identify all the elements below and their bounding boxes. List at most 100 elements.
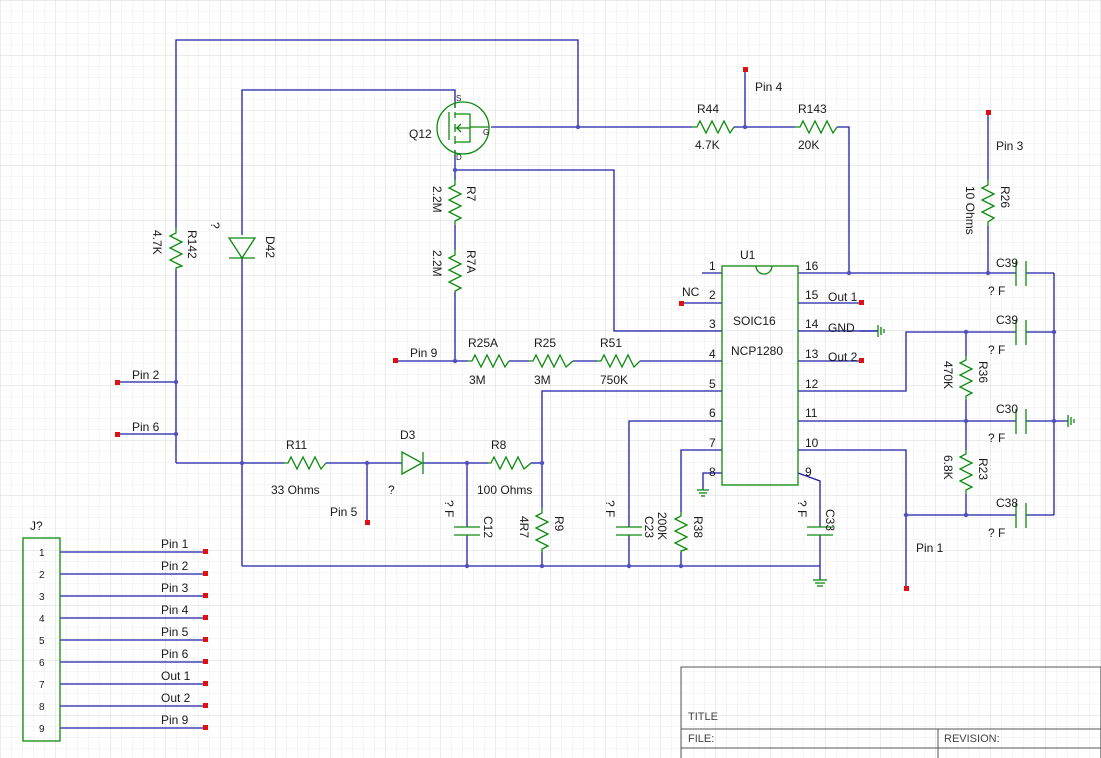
u1-pin-14: 14 xyxy=(805,317,819,331)
d3-value: ? xyxy=(388,483,395,497)
r7-value: 2.2M xyxy=(430,186,444,213)
c23-capacitor[interactable]: C23 ? F xyxy=(603,500,656,538)
connector-net-4: Pin 4 xyxy=(161,603,189,617)
net-label-pin9: Pin 9 xyxy=(410,346,438,360)
connector-pin-numbers: 1 2 3 4 5 6 7 8 9 xyxy=(39,548,45,735)
d3-diode[interactable]: D3 ? xyxy=(388,428,424,497)
u1-pin-9: 9 xyxy=(805,465,812,479)
connector-j[interactable]: J? 1 2 3 4 5 6 7 8 9 Pin 1 Pin 2 Pin 3 P… xyxy=(22,519,191,742)
connector-net-5: Pin 5 xyxy=(161,625,189,639)
r11-resistor[interactable]: R11 33 Ohms xyxy=(271,438,327,497)
c38-ref: C38 xyxy=(996,496,1018,510)
q12-mosfet[interactable]: Q12 S G D xyxy=(409,94,490,162)
r7a-ref: R7A xyxy=(464,250,478,273)
u1-pin-13: 13 xyxy=(805,347,819,361)
c23-value: ? F xyxy=(603,500,617,517)
u1-pin-5: 5 xyxy=(709,377,716,391)
ground-symbol-u1-pin8 xyxy=(697,489,709,497)
c30-capacitor[interactable]: C30 ? F xyxy=(988,402,1027,445)
r7a-value: 2.2M xyxy=(430,250,444,277)
r36-value: 470K xyxy=(941,361,955,389)
r11-value: 33 Ohms xyxy=(271,483,320,497)
net-label-pin3: Pin 3 xyxy=(996,139,1024,153)
c33-capacitor[interactable]: C33 ? F xyxy=(795,500,837,536)
net-label-pin2: Pin 2 xyxy=(132,368,160,382)
c39-top-value: ? F xyxy=(988,284,1005,298)
q12-drain-label: D xyxy=(456,153,462,162)
title-block: TITLE FILE: REVISION: xyxy=(680,666,1101,758)
net-label-pin5: Pin 5 xyxy=(330,505,358,519)
r26-value: 10 Ohms xyxy=(963,186,977,235)
connector-pin-8-num: 8 xyxy=(39,702,45,713)
r11-ref: R11 xyxy=(286,438,307,452)
title-block-title: TITLE xyxy=(688,711,718,723)
r36-resistor[interactable]: R36 470K xyxy=(941,356,990,400)
c33-ref: C33 xyxy=(823,509,837,531)
r36-ref: R36 xyxy=(976,361,990,383)
r142-ref: R142 xyxy=(185,230,199,259)
r26-ref: R26 xyxy=(998,186,1012,208)
r23-ref: R23 xyxy=(976,458,990,480)
r51-ref: R51 xyxy=(600,336,622,350)
net-label-pin6: Pin 6 xyxy=(132,420,160,434)
ground-symbol-bottom xyxy=(813,579,827,587)
r44-value: 4.7K xyxy=(695,138,720,152)
q12-source-label: S xyxy=(456,94,461,103)
u1-pin-4: 4 xyxy=(709,347,716,361)
connector-pin-3-num: 3 xyxy=(39,592,45,603)
c12-capacitor[interactable]: C12 ? F xyxy=(442,500,495,538)
net-labels: Pin 4 Pin 3 NC Out 1 GND Out 2 Pin 9 Pin… xyxy=(132,80,1024,555)
r142-resistor[interactable]: R142 4.7K xyxy=(150,228,199,270)
connector-net-7: Out 1 xyxy=(161,669,191,683)
r25-value: 3M xyxy=(534,373,551,387)
net-label-out2: Out 2 xyxy=(828,350,858,364)
r23-resistor[interactable]: R23 6.8K xyxy=(941,450,990,494)
u1-pin-15: 15 xyxy=(805,288,819,302)
u1-pin-3: 3 xyxy=(709,317,716,331)
ground-symbol-c30 xyxy=(1067,415,1075,427)
d42-value: ? xyxy=(208,222,222,229)
r25-resistor[interactable]: R25 3M xyxy=(529,336,574,387)
r44-ref: R44 xyxy=(697,102,719,116)
c12-value: ? F xyxy=(442,500,456,517)
r51-value: 750K xyxy=(600,373,628,387)
c38-capacitor[interactable]: C38 ? F xyxy=(988,496,1027,540)
connector-net-9: Pin 9 xyxy=(161,713,189,727)
u1-package: SOIC16 xyxy=(733,314,776,328)
c33-value: ? F xyxy=(795,500,809,517)
r143-resistor[interactable]: R143 20K xyxy=(795,102,838,152)
d42-ref: D42 xyxy=(263,236,277,258)
r25-ref: R25 xyxy=(534,336,556,350)
ground-symbol-gnd-net xyxy=(860,325,885,337)
c39-second-capacitor[interactable]: C39 ? F xyxy=(988,313,1027,357)
net-label-nc: NC xyxy=(682,285,700,299)
connector-ref: J? xyxy=(30,519,43,533)
r44-resistor[interactable]: R44 4.7K xyxy=(692,102,735,152)
r38-resistor[interactable]: R38 200K xyxy=(655,512,705,552)
r25a-value: 3M xyxy=(469,373,486,387)
r8-resistor[interactable]: R8 100 Ohms xyxy=(477,438,532,497)
net-label-pin1: Pin 1 xyxy=(916,541,944,555)
r143-value: 20K xyxy=(798,138,819,152)
r7a-resistor[interactable]: R7A 2.2M xyxy=(430,250,478,292)
r8-ref: R8 xyxy=(491,438,507,452)
r26-resistor[interactable]: R26 10 Ohms xyxy=(963,180,1012,235)
c39-top-capacitor[interactable]: C39 ? F xyxy=(988,256,1027,298)
r23-value: 6.8K xyxy=(941,455,955,480)
c12-ref: C12 xyxy=(481,516,495,538)
r7-resistor[interactable]: R7 2.2M xyxy=(430,180,478,225)
c39-second-value: ? F xyxy=(988,343,1005,357)
u1-part: NCP1280 xyxy=(731,344,783,358)
u1-pin-12: 12 xyxy=(805,377,819,391)
c39-top-ref: C39 xyxy=(996,256,1018,270)
u1-ic[interactable]: U1 SOIC16 NCP1280 1 2 3 4 5 6 7 8 16 15 … xyxy=(709,248,819,486)
net-label-pin4: Pin 4 xyxy=(755,80,783,94)
d42-diode[interactable]: D42 ? xyxy=(208,222,277,260)
r25a-resistor[interactable]: R25A 3M xyxy=(468,336,510,387)
r9-resistor[interactable]: R9 4R7 xyxy=(517,508,566,552)
connector-pin-6-num: 6 xyxy=(39,658,45,669)
r51-resistor[interactable]: R51 750K xyxy=(597,336,641,387)
net-label-out1: Out 1 xyxy=(828,290,858,304)
connector-net-1: Pin 1 xyxy=(161,537,189,551)
